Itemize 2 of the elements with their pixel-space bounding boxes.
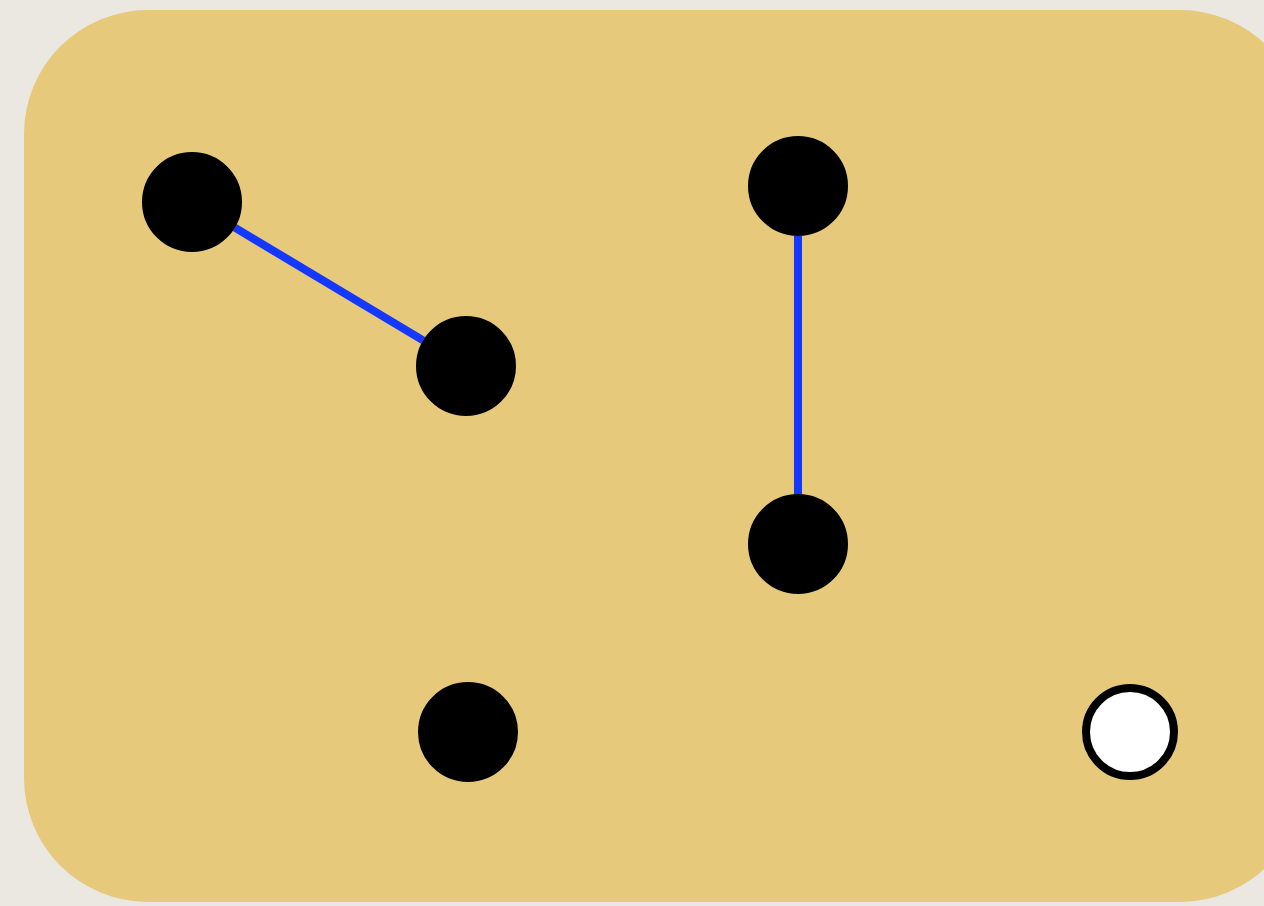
connector-line bbox=[232, 224, 426, 344]
connector-line bbox=[794, 236, 802, 494]
